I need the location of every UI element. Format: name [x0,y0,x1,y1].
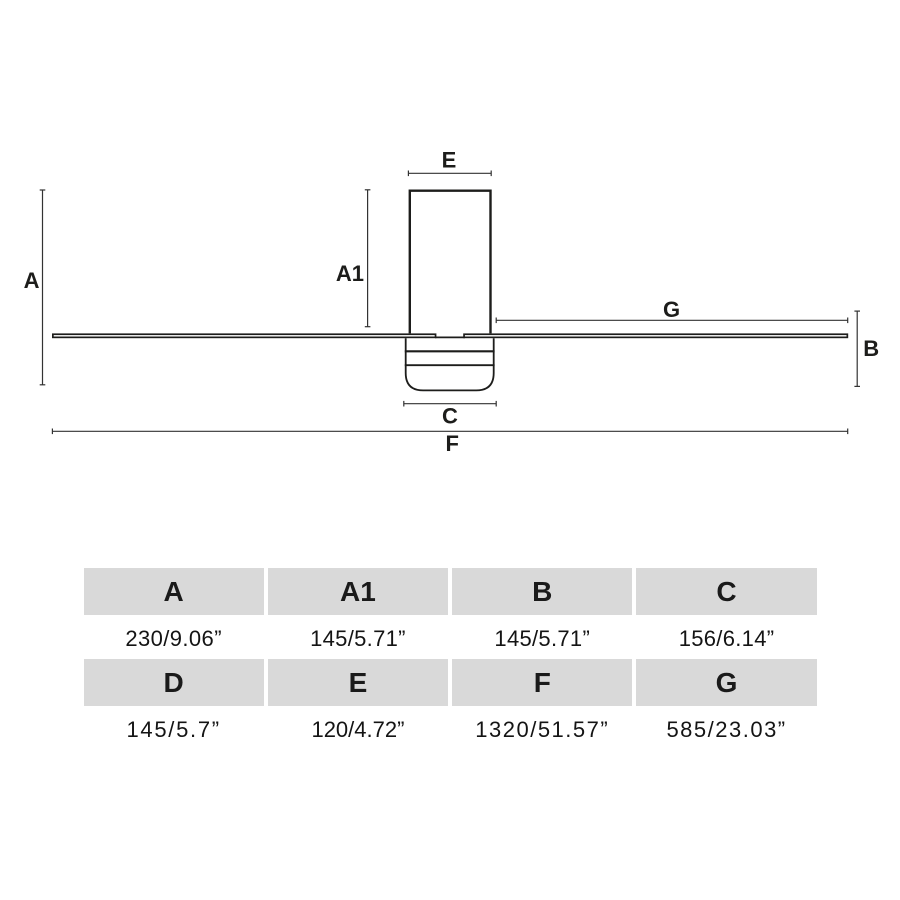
svg-text:C: C [442,403,458,428]
svg-text:G: G [663,297,680,322]
svg-text:F: F [445,431,458,456]
svg-text:A1: A1 [336,261,364,286]
svg-text:B: B [863,336,879,361]
svg-text:E: E [442,148,457,173]
svg-text:A: A [24,268,40,293]
